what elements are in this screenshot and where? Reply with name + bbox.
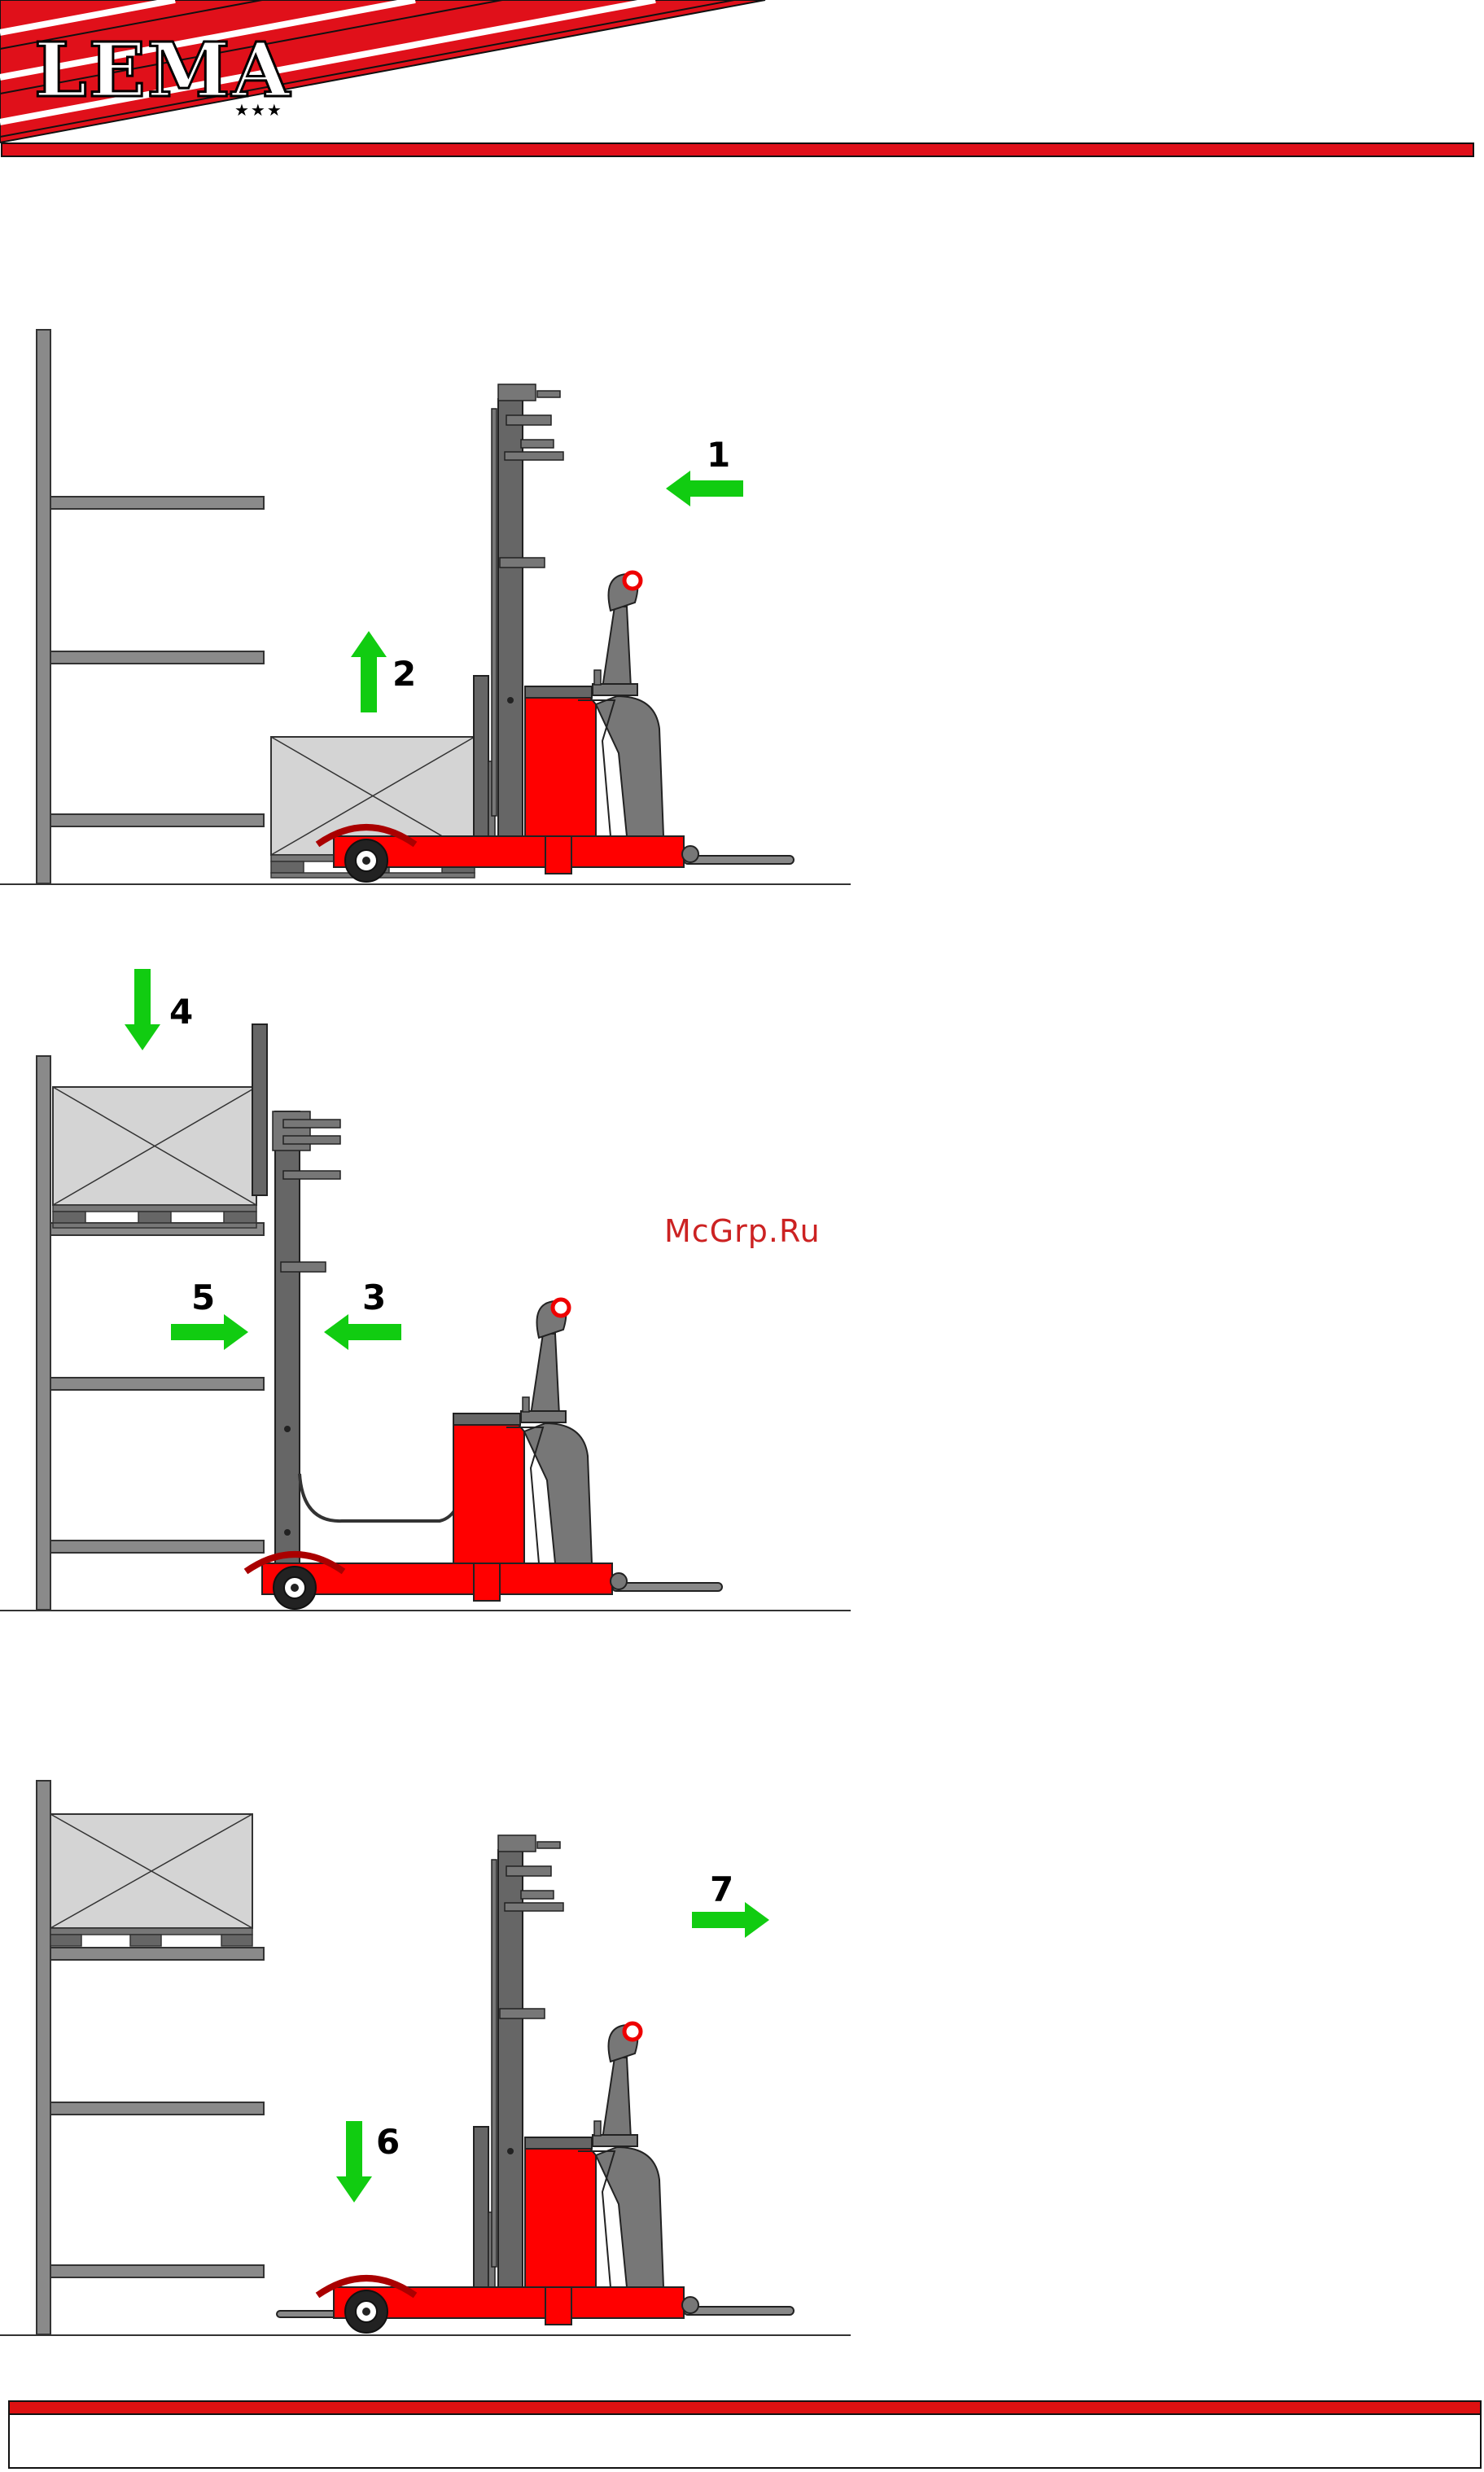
step-label-4: 4 [169, 992, 193, 1032]
step-label-7: 7 [710, 1869, 733, 1909]
raised-carriage-2 [252, 1024, 267, 1195]
page-footer [8, 2400, 1482, 2469]
step-label-2: 2 [392, 654, 416, 694]
operation-diagram: 1 2 4 3 5 [0, 0, 1484, 2402]
load-3 [50, 1814, 252, 1946]
mast-2 [275, 1111, 300, 1588]
rack-1 [37, 330, 264, 883]
watermark-text: McGrp.Ru [664, 1213, 821, 1249]
step-label-3: 3 [362, 1278, 386, 1317]
panel-step-3-5: 4 3 5 [0, 969, 851, 1611]
panel-step-6-7: 6 7 [0, 1781, 851, 2335]
step-label-5: 5 [191, 1278, 215, 1317]
step-label-6: 6 [376, 2122, 400, 2162]
truck-1 [317, 572, 794, 882]
arrow-step-4 [125, 969, 160, 1050]
load-2 [53, 1087, 256, 1228]
truck-2 [246, 1300, 722, 1609]
arrow-step-6 [336, 2121, 372, 2202]
arrow-step-2 [351, 631, 387, 712]
arrow-step-5 [171, 1314, 248, 1350]
arrow-step-1 [666, 471, 743, 506]
step-label-1: 1 [707, 435, 730, 475]
panel-step-1-2: 1 2 [0, 330, 851, 884]
footer-rule [10, 2402, 1480, 2415]
truck-3 [317, 2023, 794, 2333]
arrow-step-3 [324, 1314, 401, 1350]
